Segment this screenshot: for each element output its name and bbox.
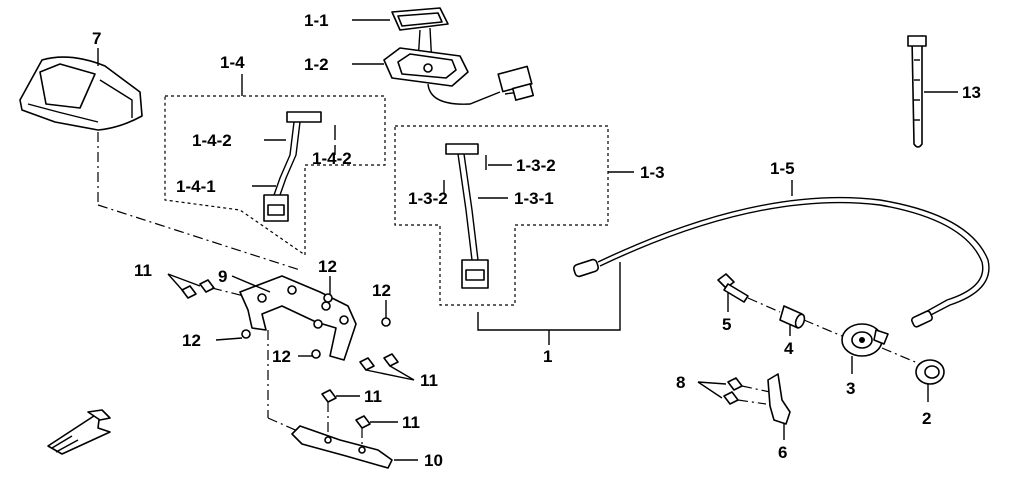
group-1-3-box bbox=[394, 125, 609, 306]
label-6: 6 bbox=[778, 443, 787, 462]
leader-11b-1 bbox=[365, 369, 415, 381]
label-7: 7 bbox=[92, 29, 101, 48]
leader-11a-2 bbox=[167, 273, 185, 293]
label-11-low: 11 bbox=[402, 413, 420, 432]
label-1-3-1: 1-3-1 bbox=[514, 189, 554, 208]
label-4: 4 bbox=[784, 339, 794, 358]
leader-8a bbox=[697, 381, 727, 385]
leader-11a-axis bbox=[211, 287, 245, 297]
label-1-3-2-left: 1-3-2 bbox=[408, 189, 448, 208]
label-1-1: 1-1 bbox=[304, 11, 329, 30]
label-3: 3 bbox=[846, 379, 855, 398]
meter-lens-part bbox=[391, 7, 449, 31]
cable-guide-part bbox=[767, 373, 791, 425]
label-9: 9 bbox=[218, 267, 227, 286]
bolt-11-top-part bbox=[181, 279, 215, 299]
bracket-1 bbox=[477, 262, 621, 331]
label-1-4-2-left: 1-4-2 bbox=[192, 131, 232, 150]
leader-11a-1 bbox=[167, 273, 201, 287]
leader-12c bbox=[215, 337, 243, 341]
speedometer-cable-part bbox=[572, 196, 990, 328]
harness-1-3-part bbox=[443, 143, 489, 289]
leader-7-bracket bbox=[97, 204, 301, 271]
collar-part bbox=[779, 305, 806, 329]
leader-5-axis bbox=[747, 297, 781, 313]
harness-1-4-part bbox=[263, 111, 336, 222]
retainer-part bbox=[915, 359, 945, 385]
leader-8b bbox=[697, 381, 723, 399]
bolt-part bbox=[717, 273, 749, 303]
label-5: 5 bbox=[722, 315, 731, 334]
lower-bracket-part bbox=[291, 425, 393, 469]
label-2: 2 bbox=[922, 409, 931, 428]
cable-tie-part bbox=[907, 35, 927, 148]
label-1-3-2-right: 1-3-2 bbox=[516, 156, 556, 175]
label-1-3: 1-3 bbox=[640, 163, 665, 182]
leader-3-axis bbox=[881, 347, 921, 365]
label-12-top: 12 bbox=[318, 257, 337, 276]
front-direction-arrow-icon bbox=[47, 409, 111, 455]
leader-11b-2 bbox=[389, 365, 415, 381]
label-11-topleft: 11 bbox=[134, 261, 152, 280]
nut-12-parts bbox=[241, 293, 391, 359]
bolt-11-lower-part bbox=[321, 389, 371, 429]
leader-9 bbox=[231, 275, 271, 293]
leader-8-axis-b bbox=[737, 399, 767, 405]
group-1-4-box bbox=[164, 95, 386, 257]
label-12-mid: 12 bbox=[272, 347, 291, 366]
label-1-5: 1-5 bbox=[770, 159, 795, 178]
label-1: 1 bbox=[543, 347, 552, 366]
label-10: 10 bbox=[424, 451, 443, 470]
label-1-4-1: 1-4-1 bbox=[176, 177, 216, 196]
meter-cover-part bbox=[19, 56, 143, 131]
label-12-right: 12 bbox=[372, 281, 391, 300]
gear-box-part bbox=[841, 323, 889, 357]
leader-4-axis bbox=[803, 319, 843, 337]
label-8: 8 bbox=[676, 373, 685, 392]
label-1-4-2-right: 1-4-2 bbox=[312, 149, 352, 168]
label-11-mid: 11 bbox=[364, 387, 382, 406]
label-13: 13 bbox=[962, 83, 981, 102]
label-1-2: 1-2 bbox=[304, 55, 329, 74]
label-11-right: 11 bbox=[420, 371, 438, 390]
label-1-4: 1-4 bbox=[220, 53, 245, 72]
bolt-11-side-part bbox=[359, 353, 399, 371]
leader-9-down-b bbox=[267, 417, 301, 433]
meter-body-part bbox=[383, 47, 535, 105]
leader-8-axis-a bbox=[741, 385, 771, 393]
meter-bracket-part bbox=[239, 275, 357, 361]
label-12-left: 12 bbox=[182, 331, 201, 350]
